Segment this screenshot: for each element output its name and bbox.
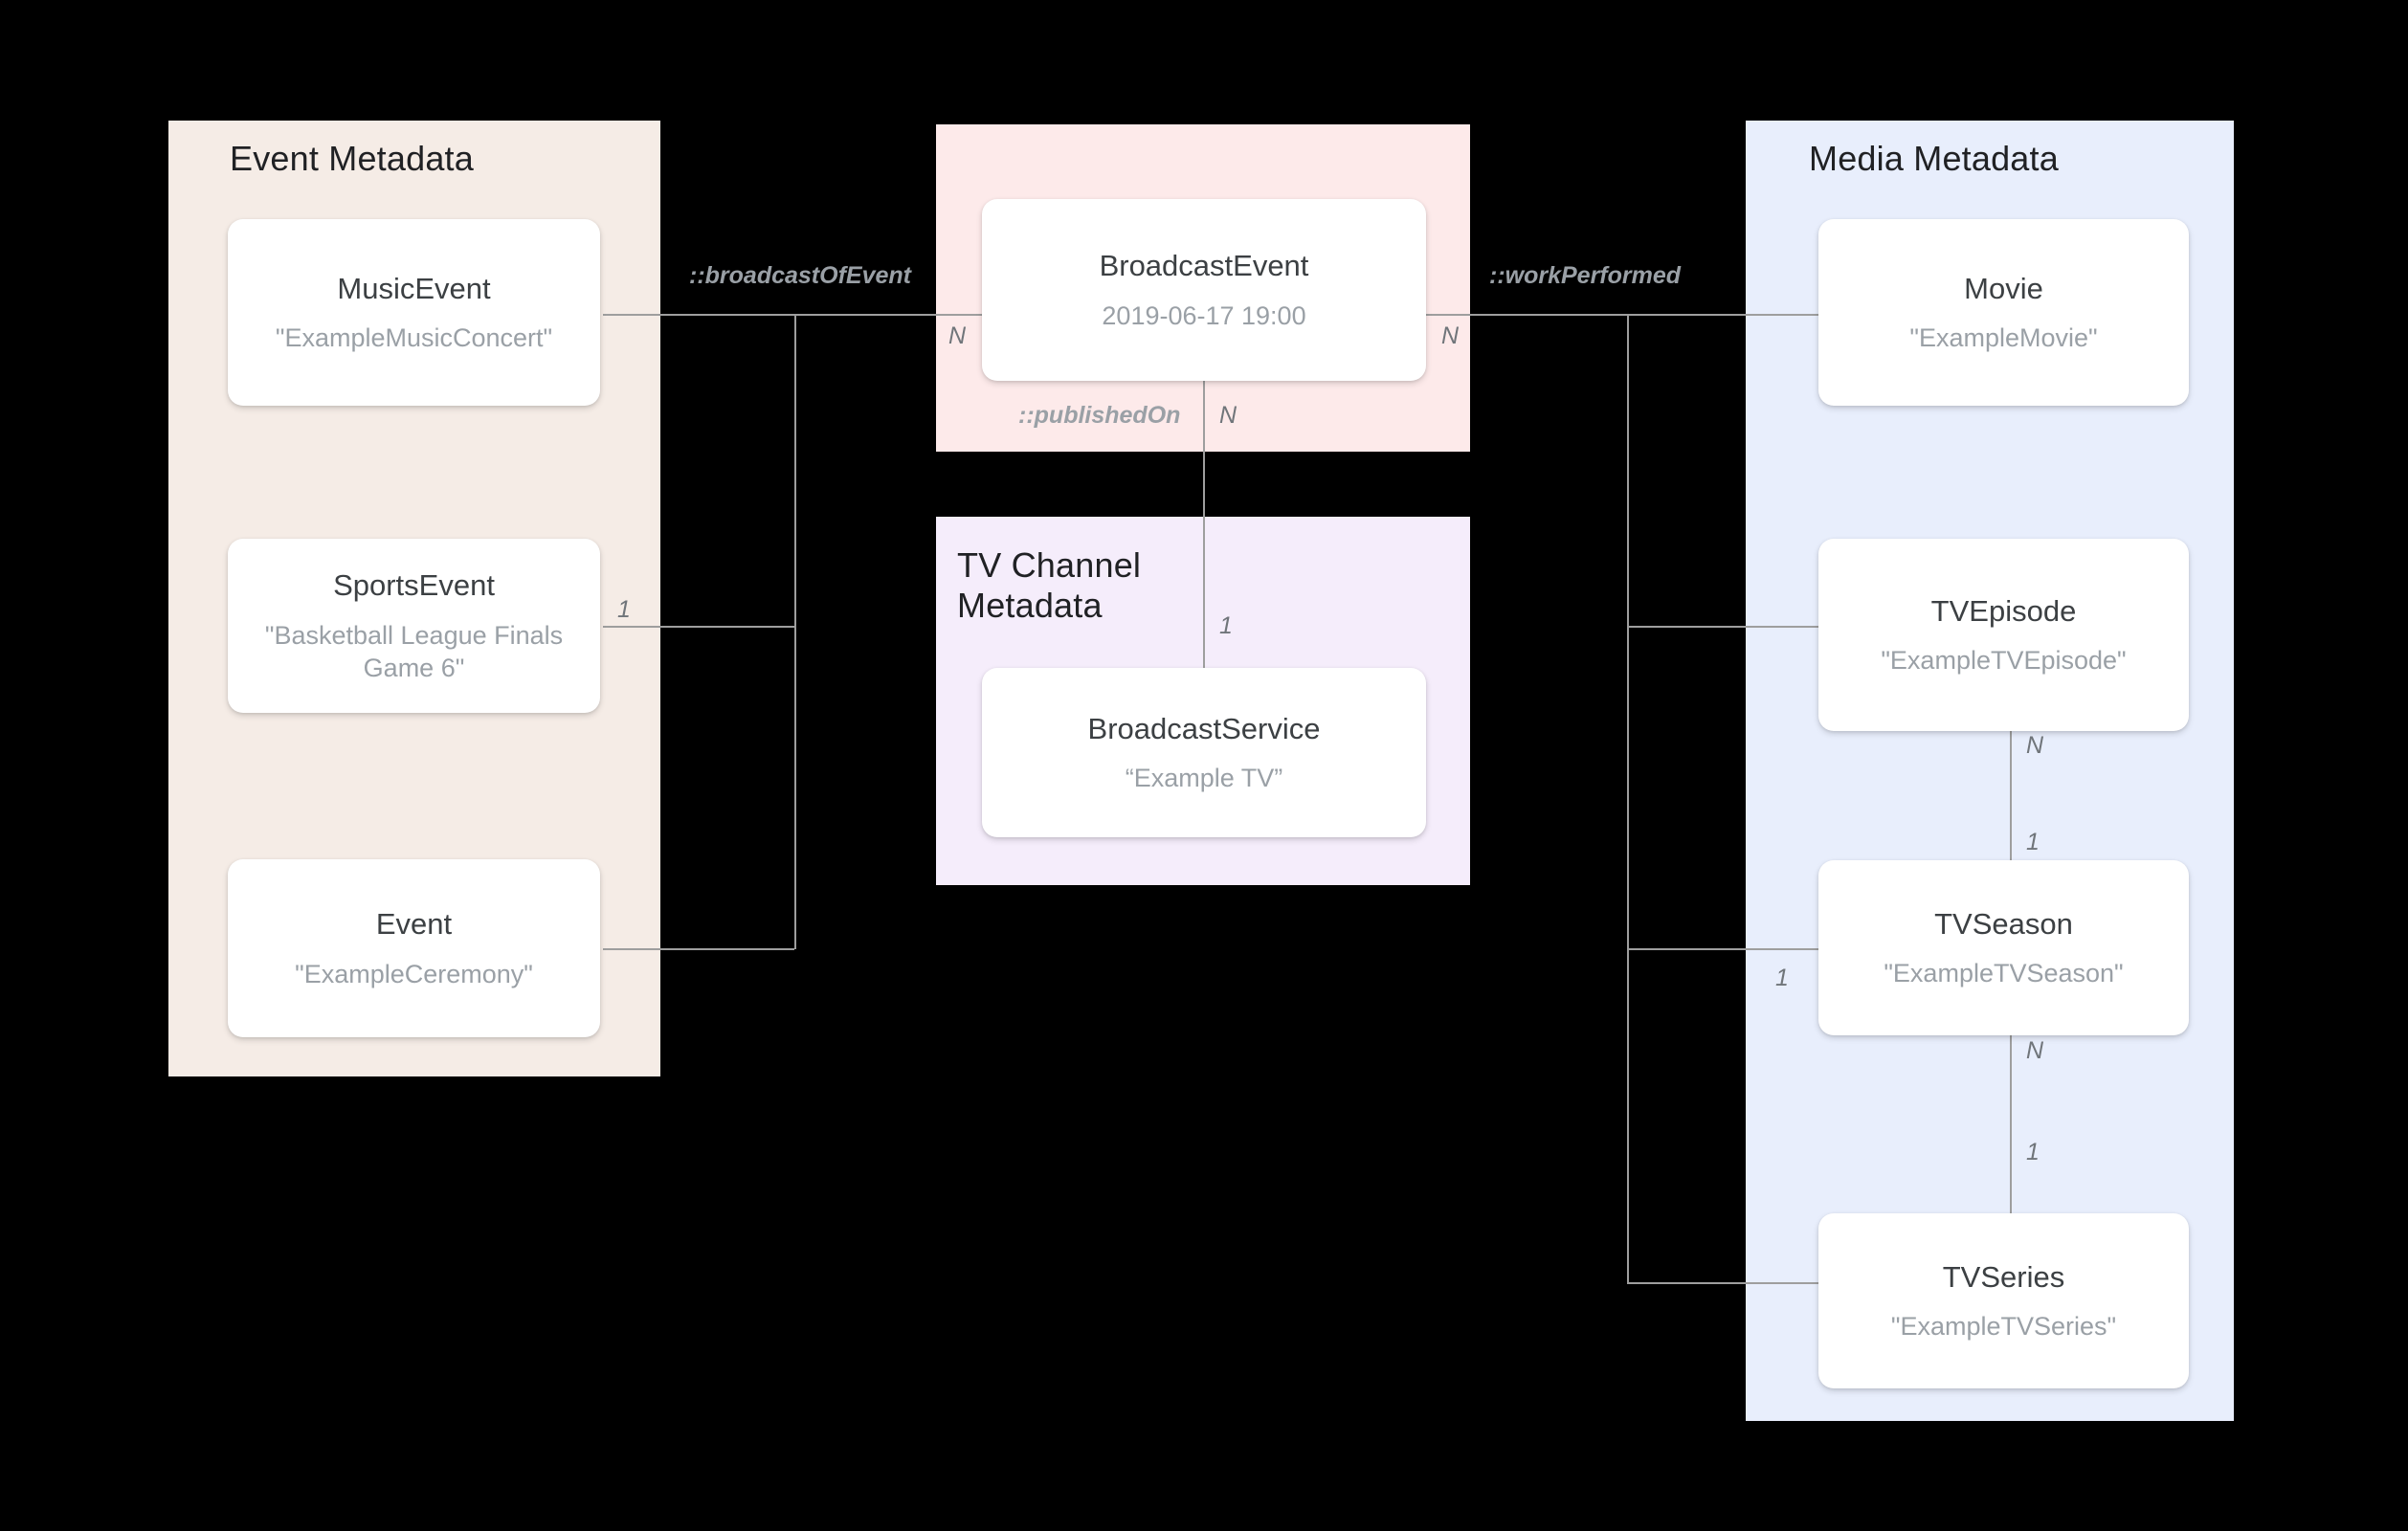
relation-label-broadcastofevent: ::broadcastOfEvent [689,262,911,289]
connector-event-trunk [794,314,796,949]
entity-type-broadcastservice: BroadcastService [1087,711,1321,745]
entity-value-movie: "ExampleMovie" [1909,323,2098,353]
entity-value-tvepisode: "ExampleTVEpisode" [1881,646,2127,676]
entity-type-tvseries: TVSeries [1942,1259,2065,1294]
connector-musicevent-stub [603,314,794,316]
group-title-tv-channel-metadata: TV Channel Metadata [957,545,1142,626]
entity-card-event[interactable]: Event "ExampleCeremony" [228,859,600,1037]
connector-publishedon-line [1203,381,1205,668]
entity-card-movie[interactable]: Movie "ExampleMovie" [1818,219,2189,406]
entity-card-broadcastservice[interactable]: BroadcastService “Example TV” [982,668,1426,837]
entity-value-broadcastevent: 2019-06-17 19:00 [1102,300,1306,330]
entity-value-tvseason: "ExampleTVSeason" [1884,959,2124,988]
connector-tvepisode-stub [1627,626,1818,628]
cardinality-broadcastservice-1: 1 [1219,612,1233,639]
connector-tvseason-stub [1627,948,1818,950]
entity-value-event: "ExampleCeremony" [295,959,533,988]
entity-value-broadcastservice: “Example TV” [1125,764,1283,793]
cardinality-episode-to-season-n: N [2026,732,2044,759]
connector-episode-season-line [2010,731,2012,908]
connector-tvseries-stub [1627,1282,1818,1284]
entity-type-movie: Movie [1964,271,2043,305]
cardinality-tvseason-out-1: 1 [1775,965,1789,991]
relation-label-workperformed: ::workPerformed [1489,262,1682,289]
cardinality-broadcastevent-left: N [948,322,967,349]
entity-type-broadcastevent: BroadcastEvent [1099,249,1309,283]
entity-card-sportsevent[interactable]: SportsEvent "Basketball League Finals Ga… [228,539,600,713]
cardinality-season-to-series-n: N [2026,1037,2044,1064]
connector-workperformed-line [1426,314,1818,316]
relation-label-publishedon: ::publishedOn [1018,402,1181,429]
entity-card-tvepisode[interactable]: TVEpisode "ExampleTVEpisode" [1818,539,2189,731]
cardinality-sportsevent-out: 1 [617,596,631,623]
entity-value-sportsevent: "Basketball League Finals Game 6" [264,620,564,682]
cardinality-season-from-episode-1: 1 [2026,829,2040,855]
connector-movie-stub [1627,314,1818,316]
connector-season-series-line [2010,1035,2012,1213]
group-title-media-metadata: Media Metadata [1809,139,2059,178]
entity-type-tvepisode: TVEpisode [1930,593,2077,628]
entity-card-tvseason[interactable]: TVSeason "ExampleTVSeason" [1818,860,2189,1035]
entity-type-tvseason: TVSeason [1934,906,2073,941]
cardinality-publishedon-n: N [1219,402,1237,429]
cardinality-broadcastevent-right: N [1441,322,1460,349]
connector-event-stub [603,948,794,950]
entity-type-sportsevent: SportsEvent [333,568,495,603]
connector-media-trunk [1627,314,1629,1282]
entity-value-tvseries: "ExampleTVSeries" [1890,1312,2117,1342]
entity-type-event: Event [375,907,453,942]
entity-value-musicevent: "ExampleMusicConcert" [275,323,553,353]
entity-card-musicevent[interactable]: MusicEvent "ExampleMusicConcert" [228,219,600,406]
entity-card-broadcastevent[interactable]: BroadcastEvent 2019-06-17 19:00 [982,199,1426,381]
connector-broadcastofevent-line [794,314,982,316]
entity-card-tvseries[interactable]: TVSeries "ExampleTVSeries" [1818,1213,2189,1388]
group-title-event-metadata: Event Metadata [230,139,474,178]
cardinality-series-from-season-1: 1 [2026,1139,2040,1165]
connector-sportsevent-stub [603,626,794,628]
entity-type-musicevent: MusicEvent [337,271,491,305]
